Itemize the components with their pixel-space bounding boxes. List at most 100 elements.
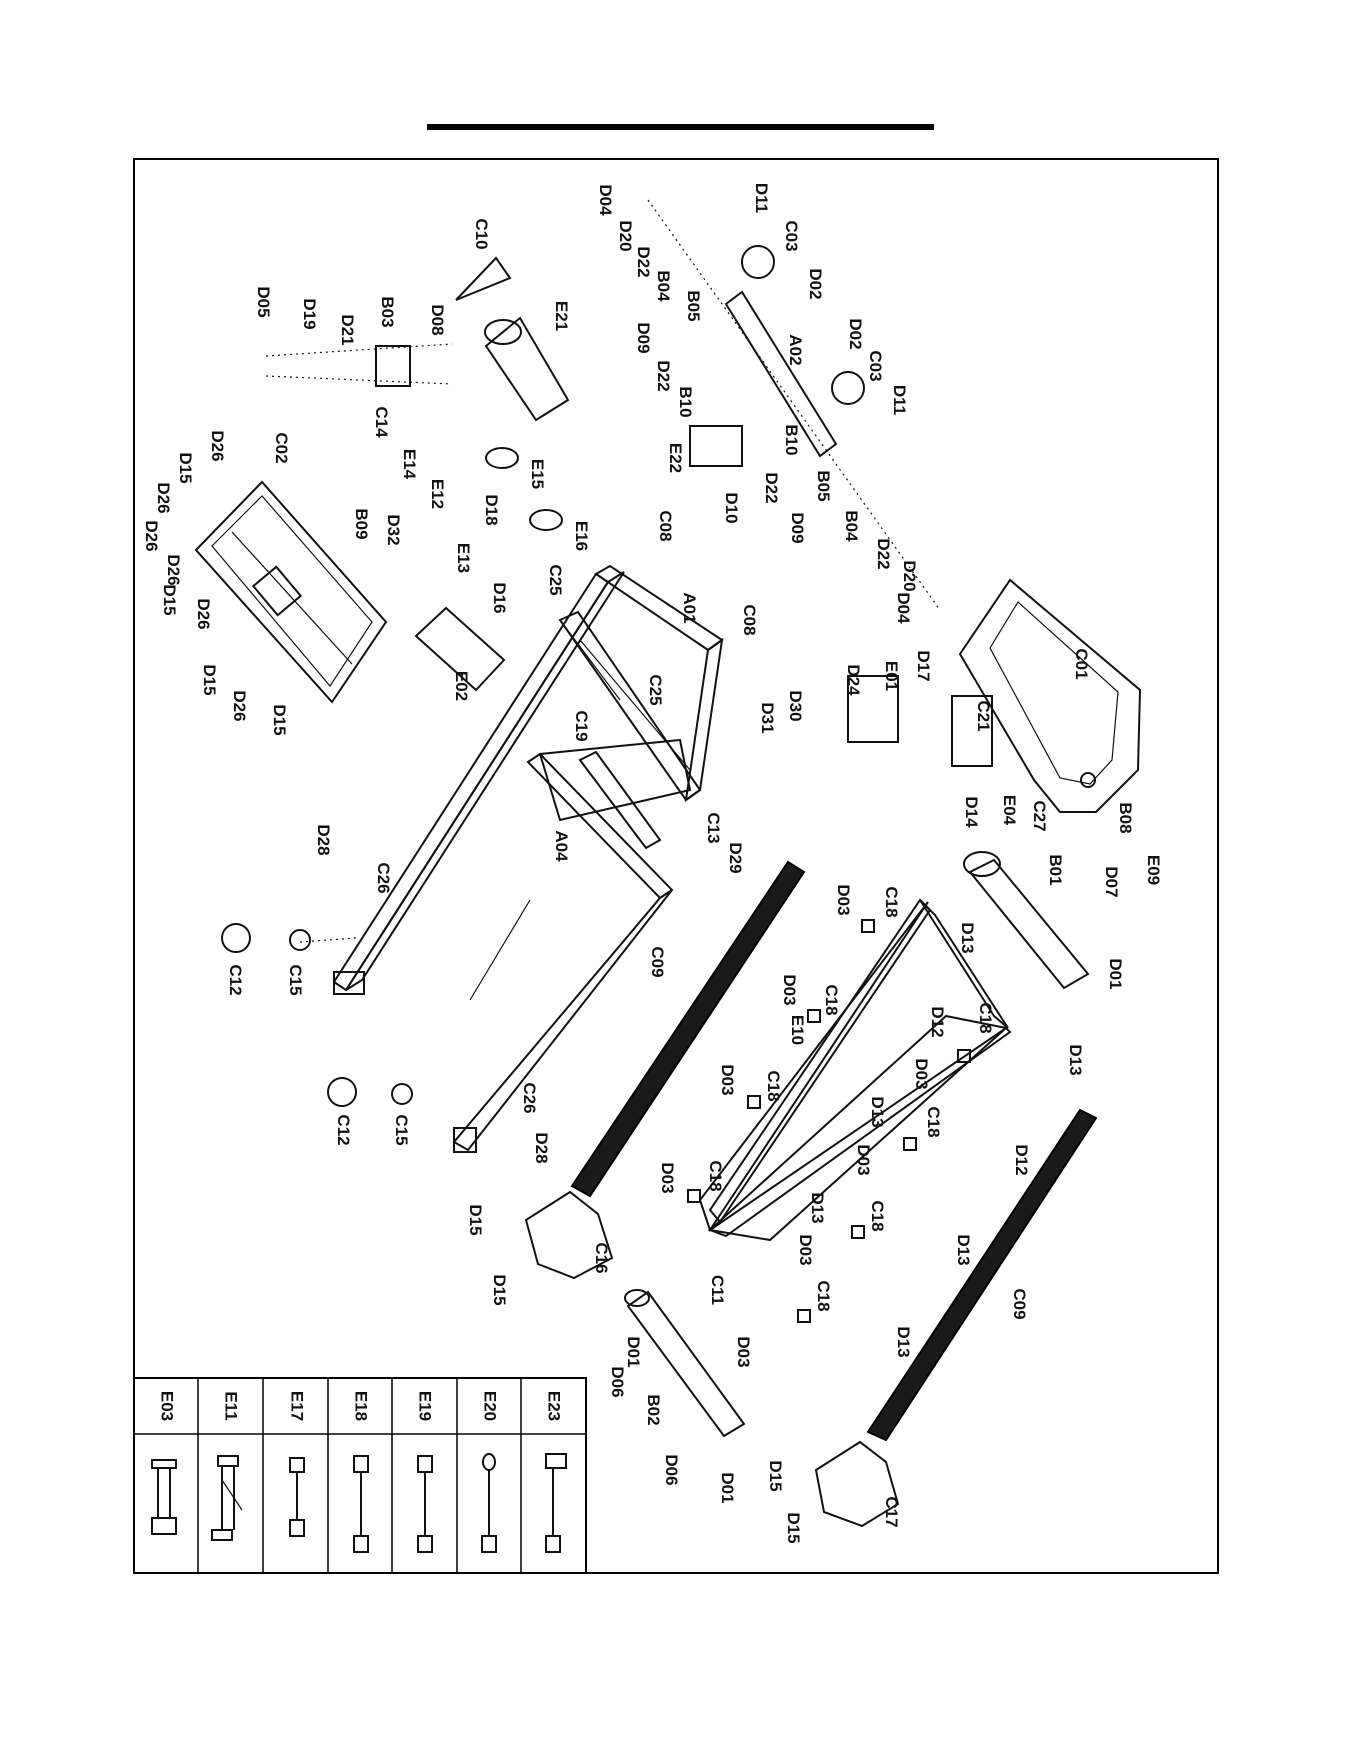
part-label-d15h: D15: [784, 1512, 803, 1543]
part-label-d13b: D13: [1066, 1044, 1085, 1075]
motor-E21: [484, 316, 570, 422]
part-label-c02: C02: [272, 432, 291, 463]
part-label-d13a: D13: [958, 922, 977, 953]
roller-B01: [963, 851, 1090, 990]
part-label-d08: D08: [428, 304, 447, 335]
part-label-d21: D21: [338, 314, 357, 345]
part-label-c18f: C18: [706, 1160, 725, 1191]
part-label-c18c: C18: [976, 1002, 995, 1033]
part-label-d26d: D26: [164, 554, 183, 585]
slat-C18-5: [903, 1137, 917, 1151]
handle-C10: [455, 256, 512, 301]
part-label-b05a: B05: [684, 290, 703, 321]
part-label-d22b: D22: [654, 360, 673, 391]
part-label-b01: B01: [1046, 854, 1065, 885]
cable-E11-icon: [211, 1455, 243, 1541]
part-labels: D04D20D22B04B05D11C03D02A02D02C03D11B10B…: [142, 183, 1163, 1544]
part-label-d31: D31: [758, 702, 777, 733]
board-E01: [847, 675, 899, 743]
part-label-d15e: D15: [466, 1204, 485, 1235]
part-label-d18: D18: [482, 494, 501, 525]
part-label-d09a: D09: [634, 322, 653, 353]
legend-heading-e17: E17: [288, 1391, 307, 1421]
cable-E20-icon: [481, 1453, 497, 1553]
console-C02: [194, 480, 388, 704]
part-label-b05b: B05: [814, 470, 833, 501]
part-label-c25b: C25: [646, 674, 665, 705]
part-label-d26e: D26: [194, 598, 213, 629]
part-label-d03e: D03: [854, 1144, 873, 1175]
part-label-a02: A02: [786, 334, 805, 365]
part-label-d20a: D20: [616, 220, 635, 251]
part-label-d26c: D26: [142, 520, 161, 551]
part-label-c08b: C08: [740, 604, 759, 635]
part-label-c08a: C08: [656, 510, 675, 541]
part-label-d17: D17: [914, 650, 933, 681]
part-label-d04a: D04: [596, 184, 615, 216]
part-label-b09: B09: [352, 508, 371, 539]
cable-E19-icon: [417, 1455, 433, 1553]
slat-C18-1: [861, 919, 875, 933]
part-label-c15a: C15: [286, 964, 305, 995]
part-label-c17: C17: [882, 1496, 901, 1527]
slat-C18-8: [797, 1309, 811, 1323]
end-cap-C17: [814, 1440, 900, 1528]
part-label-d22d: D22: [874, 538, 893, 569]
part-label-d03c: D03: [912, 1058, 931, 1089]
wheel-C15-b: [391, 1083, 413, 1105]
part-label-d28a: D28: [314, 824, 333, 855]
part-label-d28b: D28: [532, 1132, 551, 1163]
part-label-d13e: D13: [954, 1234, 973, 1265]
part-label-a04: A04: [552, 830, 571, 862]
part-label-d11b: D11: [890, 385, 909, 415]
legend-heading-e11: E11: [222, 1391, 241, 1420]
wheel-C12-a: [221, 923, 251, 953]
part-label-c18a: C18: [882, 886, 901, 917]
part-label-d10: D10: [722, 492, 741, 523]
end-cap-C16: [524, 1190, 614, 1280]
part-label-c12a: C12: [226, 964, 245, 995]
part-label-c11: C11: [708, 1275, 727, 1305]
part-label-e01: E01: [882, 661, 901, 691]
part-label-c03b: C03: [866, 350, 885, 381]
part-label-e04: E04: [1000, 795, 1019, 826]
part-label-c14: C14: [372, 406, 391, 438]
part-label-e12: E12: [428, 479, 447, 509]
part-label-d12a: D12: [928, 1006, 947, 1037]
slat-C18-3: [957, 1049, 971, 1063]
legend-heading-e18: E18: [352, 1391, 371, 1421]
part-label-c18b: C18: [822, 984, 841, 1015]
part-label-d03g: D03: [796, 1234, 815, 1265]
slat-C18-4: [747, 1095, 761, 1109]
part-label-c26a: C26: [374, 862, 393, 893]
part-label-d15f: D15: [490, 1274, 509, 1305]
part-label-d26b: D26: [154, 482, 173, 513]
part-label-d03d: D03: [718, 1064, 737, 1095]
title-rule: [427, 124, 934, 130]
roller-B02: [624, 1289, 746, 1438]
part-label-d15c: D15: [200, 664, 219, 695]
part-label-d03h: D03: [734, 1336, 753, 1367]
part-label-e10: E10: [788, 1015, 807, 1045]
part-label-d09b: D09: [788, 512, 807, 543]
part-label-d11a: D11: [752, 183, 771, 213]
bracket-B03: [375, 345, 411, 387]
legend-heading-e20: E20: [481, 1391, 500, 1421]
part-label-d22a: D22: [634, 246, 653, 277]
part-label-d20b: D20: [900, 560, 919, 591]
part-label-d15a: D15: [176, 452, 195, 483]
legend-heading-e19: E19: [416, 1391, 435, 1421]
part-label-d30: D30: [786, 690, 805, 721]
cable-E18-icon: [353, 1455, 369, 1553]
part-label-d01c: D01: [718, 1472, 737, 1503]
part-label-c18g: C18: [868, 1200, 887, 1231]
part-label-d16: D16: [490, 582, 509, 613]
part-label-d15g: D15: [766, 1460, 785, 1491]
part-label-c19: C19: [572, 710, 591, 741]
part-label-a01: A01: [680, 592, 699, 623]
part-label-b02: B02: [644, 1394, 663, 1425]
part-label-d02a: D02: [806, 268, 825, 299]
part-label-d32: D32: [384, 514, 403, 545]
part-label-e16: E16: [572, 521, 591, 551]
belt-C09-upper: [570, 860, 806, 1198]
